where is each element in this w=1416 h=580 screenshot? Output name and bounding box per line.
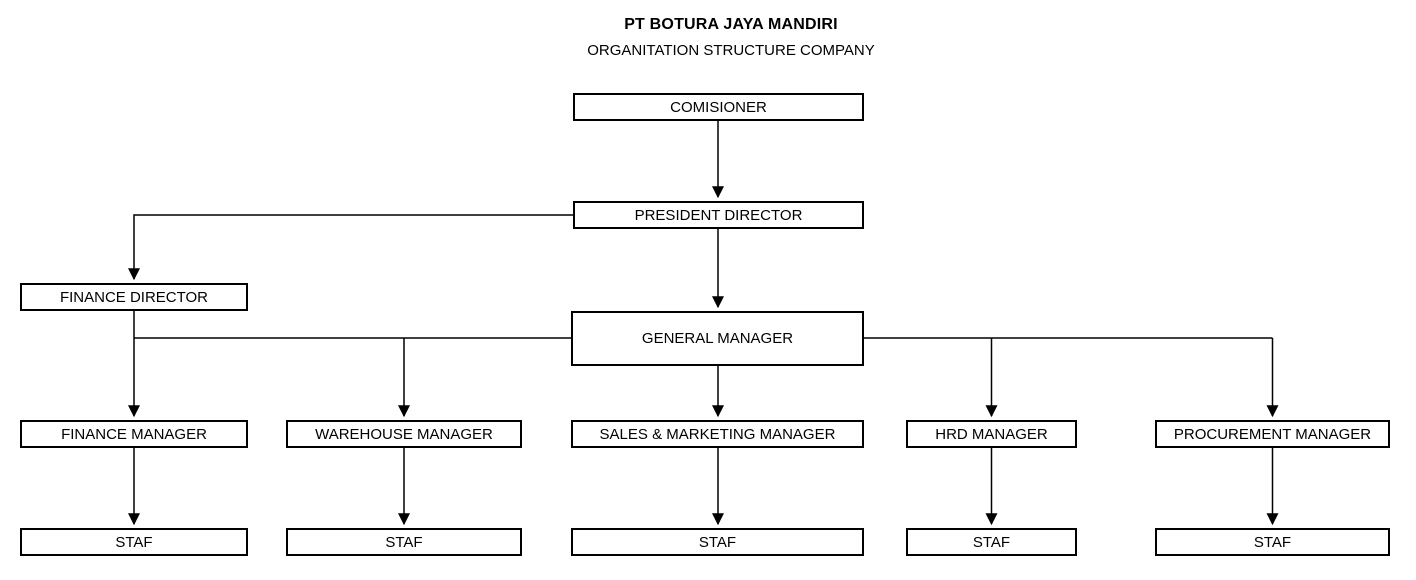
org-node-warehouse-manager: WAREHOUSE MANAGER: [286, 420, 522, 448]
org-node-hrd-manager: HRD MANAGER: [906, 420, 1077, 448]
org-node-staf-hrd: STAF: [906, 528, 1077, 556]
org-node-president-director: PRESIDENT DIRECTOR: [573, 201, 864, 229]
org-node-staf-sales-marketing: STAF: [571, 528, 864, 556]
org-node-staf-procurement: STAF: [1155, 528, 1390, 556]
org-node-finance-director: FINANCE DIRECTOR: [20, 283, 248, 311]
org-node-general-manager: GENERAL MANAGER: [571, 311, 864, 366]
org-node-procurement-manager: PROCUREMENT MANAGER: [1155, 420, 1390, 448]
org-node-finance-manager: FINANCE MANAGER: [20, 420, 248, 448]
chart-header: PT BOTURA JAYA MANDIRI ORGANITATION STRU…: [431, 16, 1031, 59]
org-node-staf-warehouse: STAF: [286, 528, 522, 556]
org-node-staf-finance: STAF: [20, 528, 248, 556]
org-node-comisioner: COMISIONER: [573, 93, 864, 121]
company-title: PT BOTURA JAYA MANDIRI: [624, 16, 838, 33]
org-node-sales-marketing-manager: SALES & MARKETING MANAGER: [571, 420, 864, 448]
chart-subtitle: ORGANITATION STRUCTURE COMPANY: [587, 42, 875, 59]
